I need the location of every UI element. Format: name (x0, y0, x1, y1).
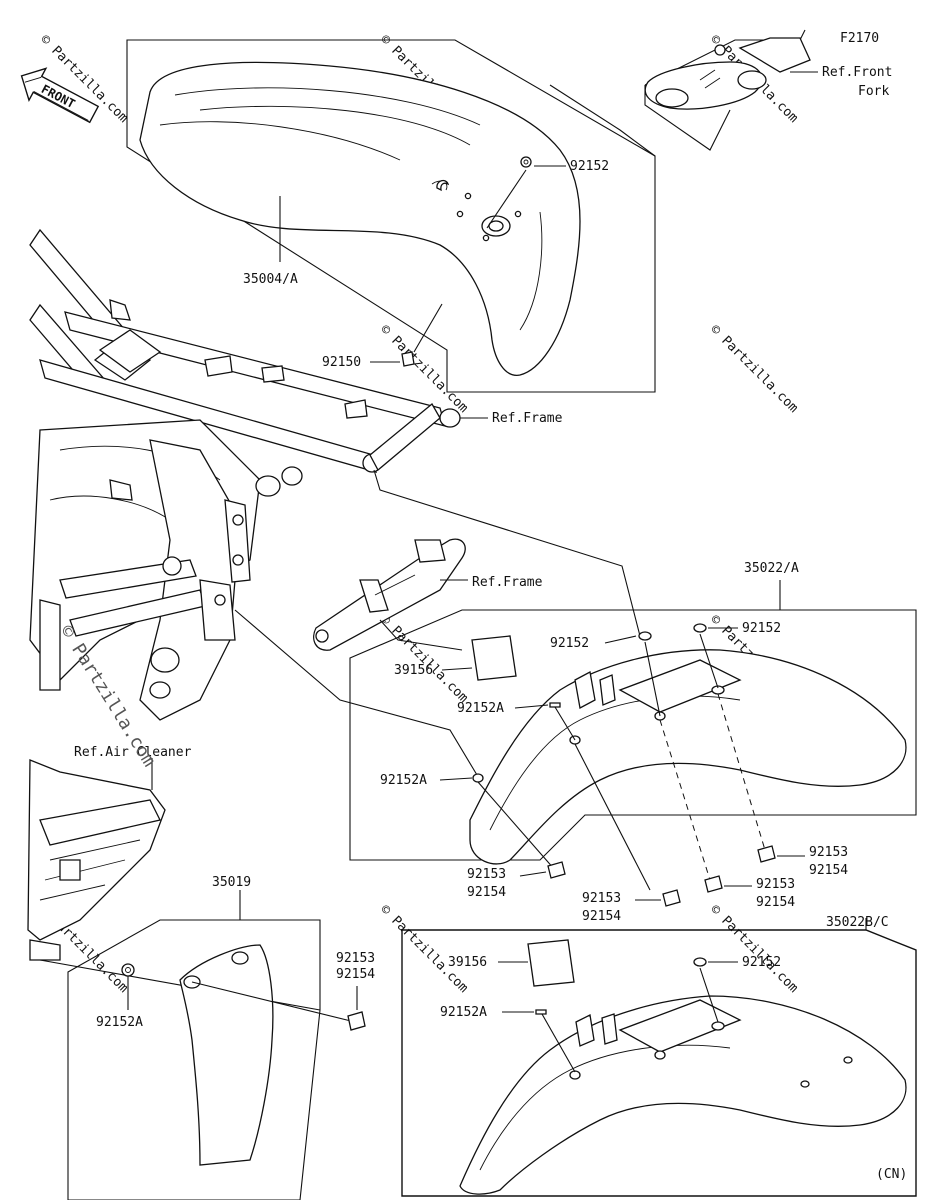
pad-39156 (527, 939, 575, 987)
part-label-35004a: 35004/A (243, 272, 298, 287)
part-label-92154: 92154 (756, 895, 795, 910)
part-label-92152a: 92152A (380, 773, 427, 788)
watermark: © Partzilla.com (707, 322, 801, 416)
part-label-92152a: 92152A (96, 1015, 143, 1030)
bolt-92153 (347, 1011, 366, 1031)
rear-fender-group-bc: 35022B/C 39156 92152 92152A (CN) (401, 915, 917, 1197)
pad-39156 (471, 635, 517, 681)
part-label-92154: 92154 (336, 967, 375, 982)
clip-92152a (121, 963, 135, 977)
bolt-92153 (547, 861, 566, 879)
part-label-92153: 92153 (467, 867, 506, 882)
bolt-92153 (662, 889, 681, 907)
part-label-92154: 92154 (467, 885, 506, 900)
mud-guard (179, 944, 274, 1166)
part-label-92152: 92152 (550, 636, 589, 651)
ref-air-cleaner-label: Ref.Air Cleaner (74, 745, 192, 760)
rear-fender-group-a: Ref.Frame 39156 92152 92152 92152A 92152 (234, 538, 917, 924)
part-label-92152a: 92152A (440, 1005, 487, 1020)
part-label-92152: 92152 (570, 159, 609, 174)
mud-guard-group: 35019 92153 92154 92152A (67, 875, 375, 1200)
front-fork-bracket: Ref.Front Fork (549, 29, 892, 157)
watermark: © Partzilla.com (377, 902, 471, 996)
front-fender (139, 61, 581, 376)
part-label-92152a: 92152A (457, 701, 504, 716)
ref-frame-label: Ref.Frame (492, 411, 563, 426)
ref-front-fork-label: Fork (858, 84, 889, 99)
ref-frame-label: Ref.Frame (472, 575, 543, 590)
part-label-92153: 92153 (582, 891, 621, 906)
part-label-92154: 92154 (582, 909, 621, 924)
part-label-35022a: 35022/A (744, 561, 799, 576)
region-note: (CN) (876, 1167, 907, 1182)
part-label-92153: 92153 (336, 951, 375, 966)
bolt-92150 (401, 351, 415, 367)
washer-92152 (520, 156, 532, 168)
rear-fender-bc (459, 995, 907, 1195)
part-label-92152: 92152 (742, 621, 781, 636)
air-cleaner: Ref.Air Cleaner (27, 745, 321, 1011)
bolt-92153 (757, 845, 776, 863)
motorcycle-frame: Ref.Frame (29, 228, 641, 721)
part-label-92154: 92154 (809, 863, 848, 878)
part-label-35022bc: 35022B/C (826, 915, 889, 930)
part-label-92153: 92153 (809, 845, 848, 860)
watermark: © Partzilla.com (707, 902, 801, 996)
part-label-92152: 92152 (742, 955, 781, 970)
part-label-92150: 92150 (322, 355, 361, 370)
ref-front-fork-label: Ref.Front (822, 65, 892, 80)
front-arrow-icon: FRONT (20, 67, 100, 124)
diagram-code: F2170 (840, 31, 879, 46)
part-label-39156: 39156 (394, 663, 433, 678)
part-label-92153: 92153 (756, 877, 795, 892)
front-fender-group: 92152 35004/A 92150 (126, 39, 656, 393)
bolt-92153 (704, 875, 723, 893)
part-label-35019: 35019 (212, 875, 251, 890)
part-label-39156: 39156 (448, 955, 487, 970)
